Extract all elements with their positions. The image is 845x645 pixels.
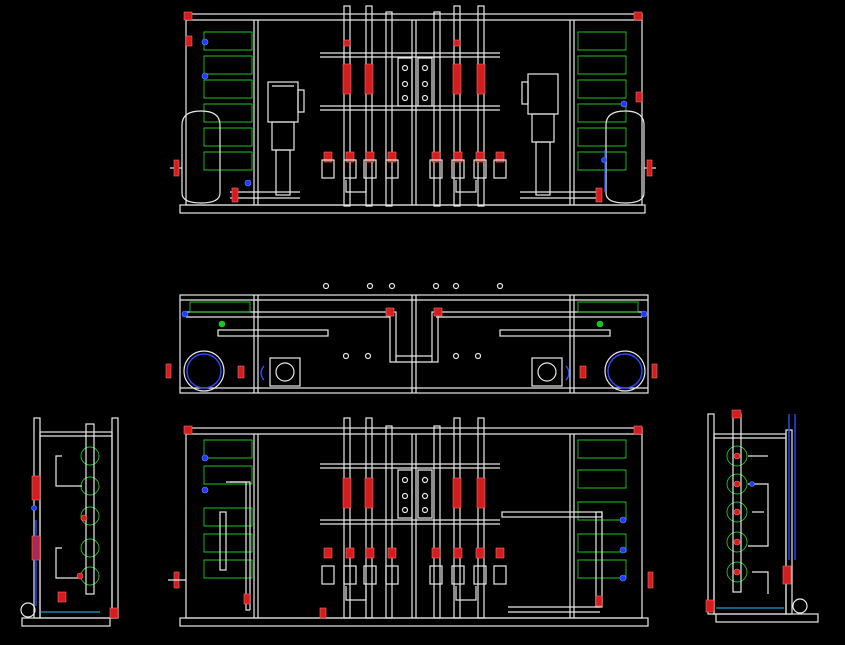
- right-side-view: [705, 409, 819, 623]
- rear-elevation-view: [168, 417, 654, 627]
- plan-right-tank: [604, 350, 646, 392]
- front-left-pump: [267, 81, 305, 196]
- plan-left-tank: [183, 350, 225, 392]
- front-frame: [185, 13, 643, 206]
- front-right-pump: [521, 73, 559, 196]
- front-left-tank: [181, 110, 221, 204]
- left-side-view: [20, 417, 119, 627]
- rear-frame: [185, 427, 643, 619]
- front-elevation-view: [170, 5, 656, 214]
- front-skid-base: [179, 204, 646, 214]
- front-right-tank: [605, 110, 645, 204]
- rear-skid-base: [179, 617, 649, 627]
- plan-left-pump: [269, 357, 301, 387]
- top-plan-view: [165, 282, 658, 394]
- plan-right-pump: [531, 357, 563, 387]
- plan-skid-outline: [179, 294, 649, 394]
